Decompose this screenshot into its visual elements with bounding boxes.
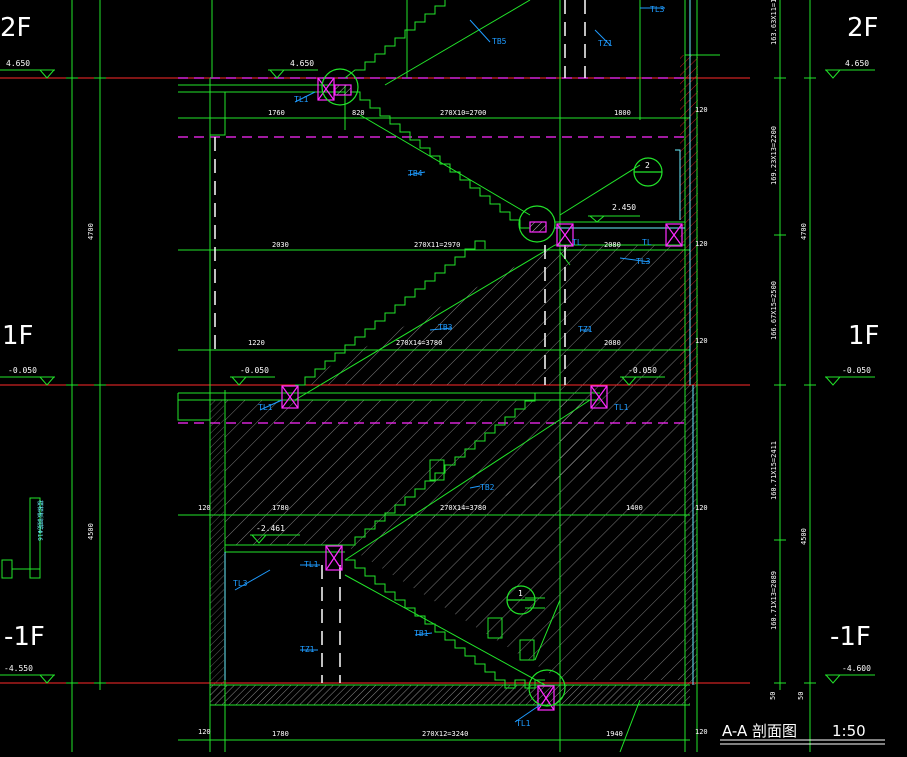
tag-tb2: TB2 bbox=[480, 483, 495, 492]
tag-tl1-b: TL1 bbox=[304, 560, 319, 569]
dim-120-right-b: 120 bbox=[695, 504, 708, 512]
dim-2080-b: 2080 bbox=[604, 339, 621, 347]
dim-120-right-1f: 120 bbox=[695, 337, 708, 345]
drawing-title: A-A 剖面图 bbox=[722, 722, 797, 740]
tag-tl-mid-left: TL bbox=[572, 238, 582, 247]
elev-2f-inner: 4.650 bbox=[290, 59, 314, 68]
dim-2080-a: 2080 bbox=[604, 241, 621, 249]
beam-boxes bbox=[281, 77, 683, 711]
dim-right-4700: 4700 bbox=[800, 223, 808, 240]
floor-label-b1-left: -1F bbox=[4, 622, 45, 652]
tag-tl-mid-right: TL bbox=[642, 238, 652, 247]
rebar-note-graphic bbox=[1, 497, 41, 579]
dim-flight-b: 270X14=3780 bbox=[440, 504, 486, 512]
floor-label-1f-left: 1F bbox=[2, 321, 34, 351]
dim-1220: 1220 bbox=[248, 339, 265, 347]
floor-label-2f-right: 2F bbox=[847, 13, 879, 43]
elevation-markers bbox=[0, 69, 875, 684]
elev-1f-inner-right: -0.050 bbox=[628, 366, 657, 375]
dim-820: 820 bbox=[352, 109, 365, 117]
detail-circles bbox=[321, 68, 663, 707]
tag-tl3-top: TL3 bbox=[650, 5, 665, 14]
tag-tl3-mid: TL3 bbox=[636, 257, 651, 266]
elev-b1-right: -4.600 bbox=[842, 664, 871, 673]
tag-tz1-mid: TZ1 bbox=[578, 325, 593, 334]
floor-label-1f-right: 1F bbox=[848, 321, 880, 351]
dim-1400: 1400 bbox=[626, 504, 643, 512]
dim-50-a: 50 bbox=[769, 692, 777, 700]
floor-label-2f-left: 2F bbox=[0, 13, 32, 43]
tag-tb5: TB5 bbox=[492, 37, 507, 46]
elev-landing-lower: -2.461 bbox=[256, 524, 285, 533]
dim-vert-5: 160.71X13=2089 bbox=[770, 571, 778, 630]
elev-landing-upper: 2.450 bbox=[612, 203, 636, 212]
dim-2030: 2030 bbox=[272, 241, 289, 249]
dim-left-4700: 4700 bbox=[87, 223, 95, 240]
dim-1800: 1800 bbox=[614, 109, 631, 117]
dim-vert-2: 169.23X13=2200 bbox=[770, 126, 778, 185]
tag-tl1-left: TL1 bbox=[258, 403, 273, 412]
dim-flight-top: 270X10=2700 bbox=[440, 109, 486, 117]
dim-vert-3: 166.67X15=2500 bbox=[770, 281, 778, 340]
tag-tl1-a: TL1 bbox=[294, 95, 309, 104]
dim-120-bottom-left: 120 bbox=[198, 728, 211, 736]
dim-1780-a: 1780 bbox=[272, 504, 289, 512]
elev-2f-left: 4.650 bbox=[6, 59, 30, 68]
dim-right-4500: 4500 bbox=[800, 528, 808, 545]
dim-flight-bottom: 270X12=3240 bbox=[422, 730, 468, 738]
tag-tb3: TB3 bbox=[438, 323, 453, 332]
rebar-note: 楼梯板钢筋Φ16 bbox=[36, 500, 44, 541]
elev-1f-inner-left: -0.050 bbox=[240, 366, 269, 375]
dim-flight-mid: 270X11=2970 bbox=[414, 241, 460, 249]
dim-vert-4: 160.71X15=2411 bbox=[770, 441, 778, 500]
dim-50-b: 50 bbox=[797, 692, 805, 700]
cyan-lines bbox=[224, 0, 694, 685]
tag-tb1: TB1 bbox=[414, 629, 429, 638]
dimension-lines bbox=[66, 0, 816, 753]
column-dashed bbox=[214, 0, 586, 683]
tag-leaders bbox=[234, 7, 665, 723]
dim-120-right-top: 120 bbox=[695, 106, 708, 114]
dim-120-right-mid: 120 bbox=[695, 240, 708, 248]
tag-tl1-right: TL1 bbox=[614, 403, 629, 412]
elev-1f-left: -0.050 bbox=[8, 366, 37, 375]
elev-2f-right: 4.650 bbox=[845, 59, 869, 68]
drawing-scale: 1:50 bbox=[832, 722, 866, 740]
dim-left-4500: 4500 bbox=[87, 523, 95, 540]
tag-tl1-bottom: TL1 bbox=[516, 719, 531, 728]
dim-1780-b: 1780 bbox=[272, 730, 289, 738]
callout-2-label: 2 bbox=[645, 161, 650, 170]
floor-label-b1-right: -1F bbox=[830, 622, 871, 652]
dim-120-left: 120 bbox=[198, 504, 211, 512]
tag-tz1-top: TZ1 bbox=[598, 39, 613, 48]
tag-tz1-b: TZ1 bbox=[300, 645, 315, 654]
dim-1760: 1760 bbox=[268, 109, 285, 117]
dim-1940: 1940 bbox=[606, 730, 623, 738]
dim-120-bottom-right: 120 bbox=[695, 728, 708, 736]
title-underline bbox=[720, 739, 885, 745]
tag-tl3-b: TL3 bbox=[233, 579, 248, 588]
elev-b1-left: -4.550 bbox=[4, 664, 33, 673]
dim-flight-1f: 270X14=3780 bbox=[396, 339, 442, 347]
callout-1-label: 1 bbox=[518, 589, 523, 598]
elev-1f-right: -0.050 bbox=[842, 366, 871, 375]
dim-vert-top: 163.63X11=1800 bbox=[770, 0, 778, 45]
tag-tb4: TB4 bbox=[408, 169, 423, 178]
beam-lines bbox=[178, 77, 690, 424]
